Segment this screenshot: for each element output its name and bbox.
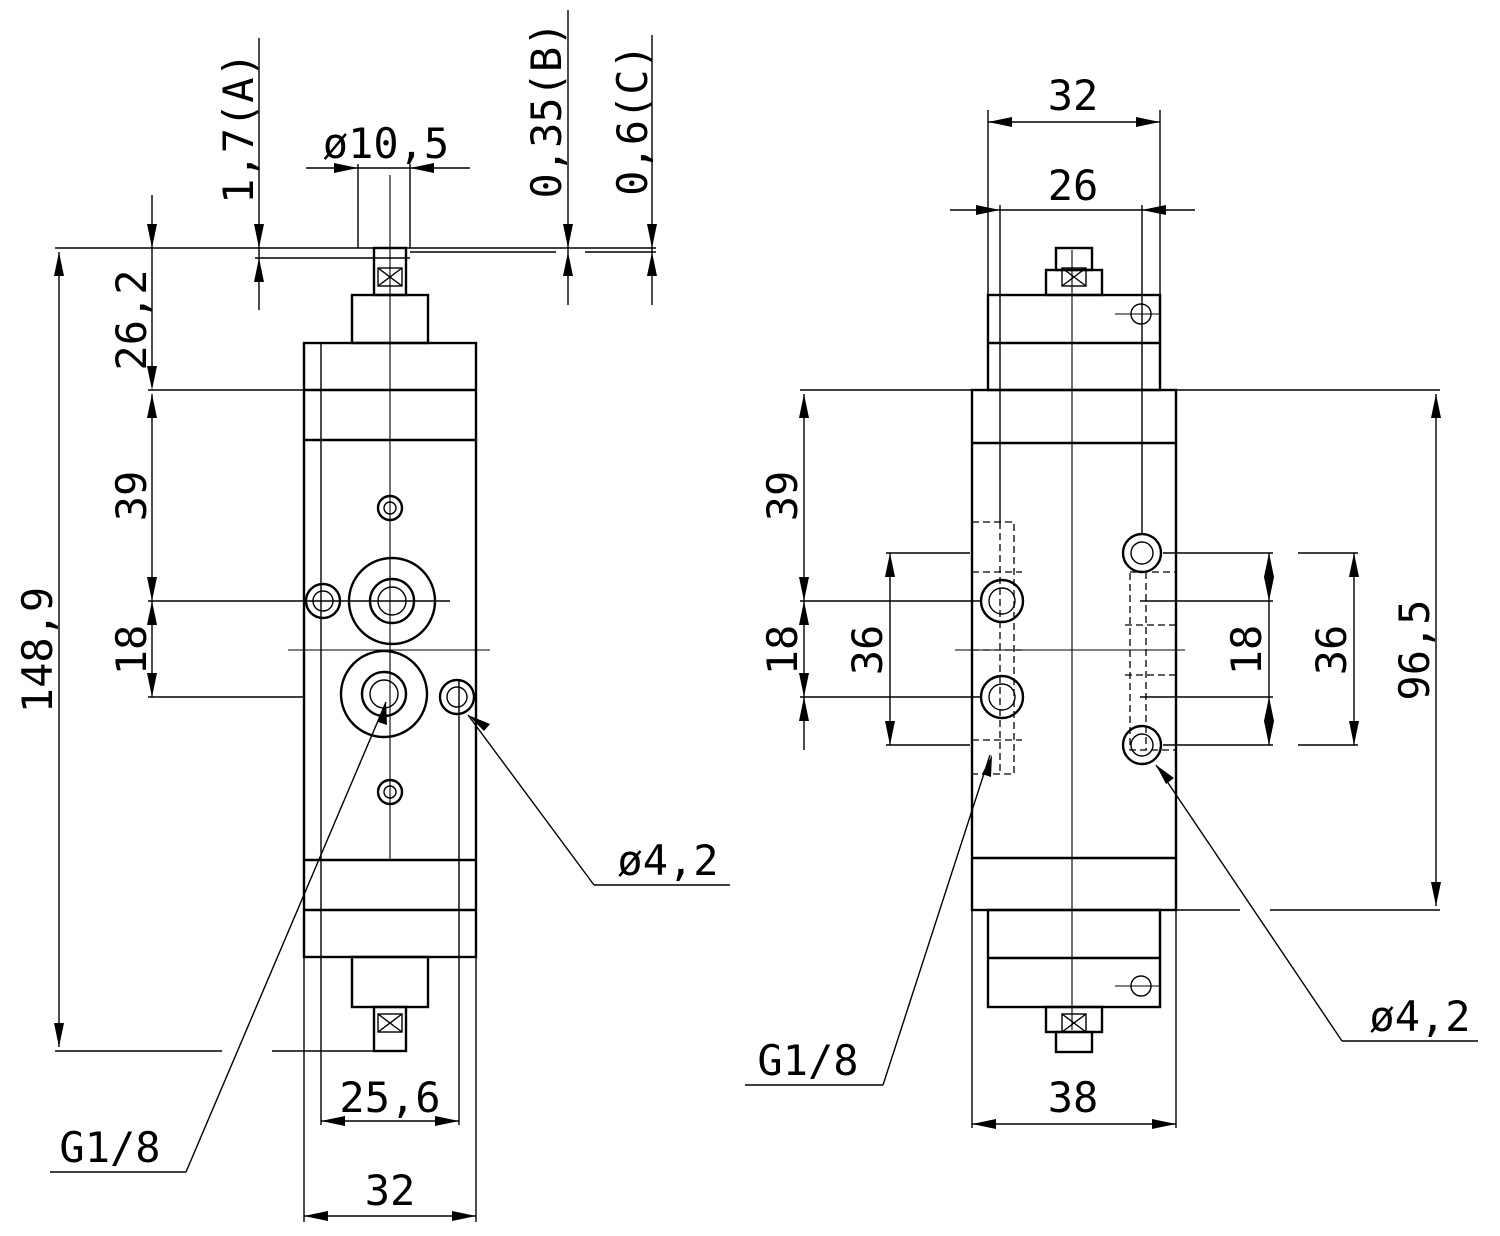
dim-hole-spacing-text: 25,6 (339, 1073, 440, 1122)
right-center-lines (955, 250, 1185, 1030)
right-arrowheads (799, 117, 1441, 1129)
dim-body-width-text: 38 (1048, 1073, 1099, 1122)
dim-b-text: 0,35(B) (522, 21, 571, 198)
right-view: 32 26 39 18 36 18 36 96,5 38 G1/8 ø4,2 (745, 71, 1478, 1129)
port-lower-left (979, 674, 1025, 720)
mount-hole-upper-right (1121, 532, 1163, 574)
right-leaders (745, 754, 1478, 1086)
right-dimension-lines (803, 121, 1437, 1125)
dim-c-text: 0,6(C) (608, 44, 657, 196)
dim-18-left-text: 18 (758, 625, 807, 676)
left-center-lines (288, 175, 490, 860)
left-view: 1,7(A) 0,35(B) 0,6(C) ø10,5 26,2 39 18 1… (13, 10, 730, 1222)
left-leaders (50, 701, 730, 1173)
right-holes (979, 532, 1163, 766)
port-label: G1/8 (59, 1123, 160, 1172)
dim-overall-text: 148,9 (13, 587, 62, 713)
dim-96-5-text: 96,5 (1390, 599, 1439, 700)
dim-36-left-text: 36 (843, 625, 892, 676)
mount-hole-label: ø4,2 (617, 836, 718, 885)
dim-inner-width-text: 26 (1048, 161, 1099, 210)
dim-actuator-height-text: 26,2 (107, 269, 156, 370)
dim-width-text: 32 (365, 1166, 416, 1215)
port-label: G1/8 (757, 1036, 858, 1085)
dim-39-text: 39 (758, 471, 807, 522)
dim-39-text: 39 (107, 471, 156, 522)
port-lower (339, 649, 429, 739)
left-extension-lines (55, 164, 656, 1222)
dia-actuator-text: ø10,5 (323, 119, 449, 168)
dim-18-right-text: 18 (1222, 625, 1271, 676)
right-extension-lines (800, 110, 1440, 1128)
mount-hole-lower-right (1121, 724, 1163, 766)
dim-18-text: 18 (107, 625, 156, 676)
dim-36-right-text: 36 (1307, 625, 1356, 676)
dim-top-width-text: 32 (1048, 71, 1099, 120)
left-arrowheads (54, 163, 657, 1221)
port-upper-left (979, 578, 1025, 624)
mount-hole-right (438, 678, 476, 716)
small-hole-top (376, 494, 404, 522)
dim-a-text: 1,7(A) (214, 52, 263, 204)
mount-hole-label: ø4,2 (1369, 992, 1470, 1041)
small-hole-bottom (376, 778, 404, 806)
right-hidden-ports (971, 521, 1177, 775)
